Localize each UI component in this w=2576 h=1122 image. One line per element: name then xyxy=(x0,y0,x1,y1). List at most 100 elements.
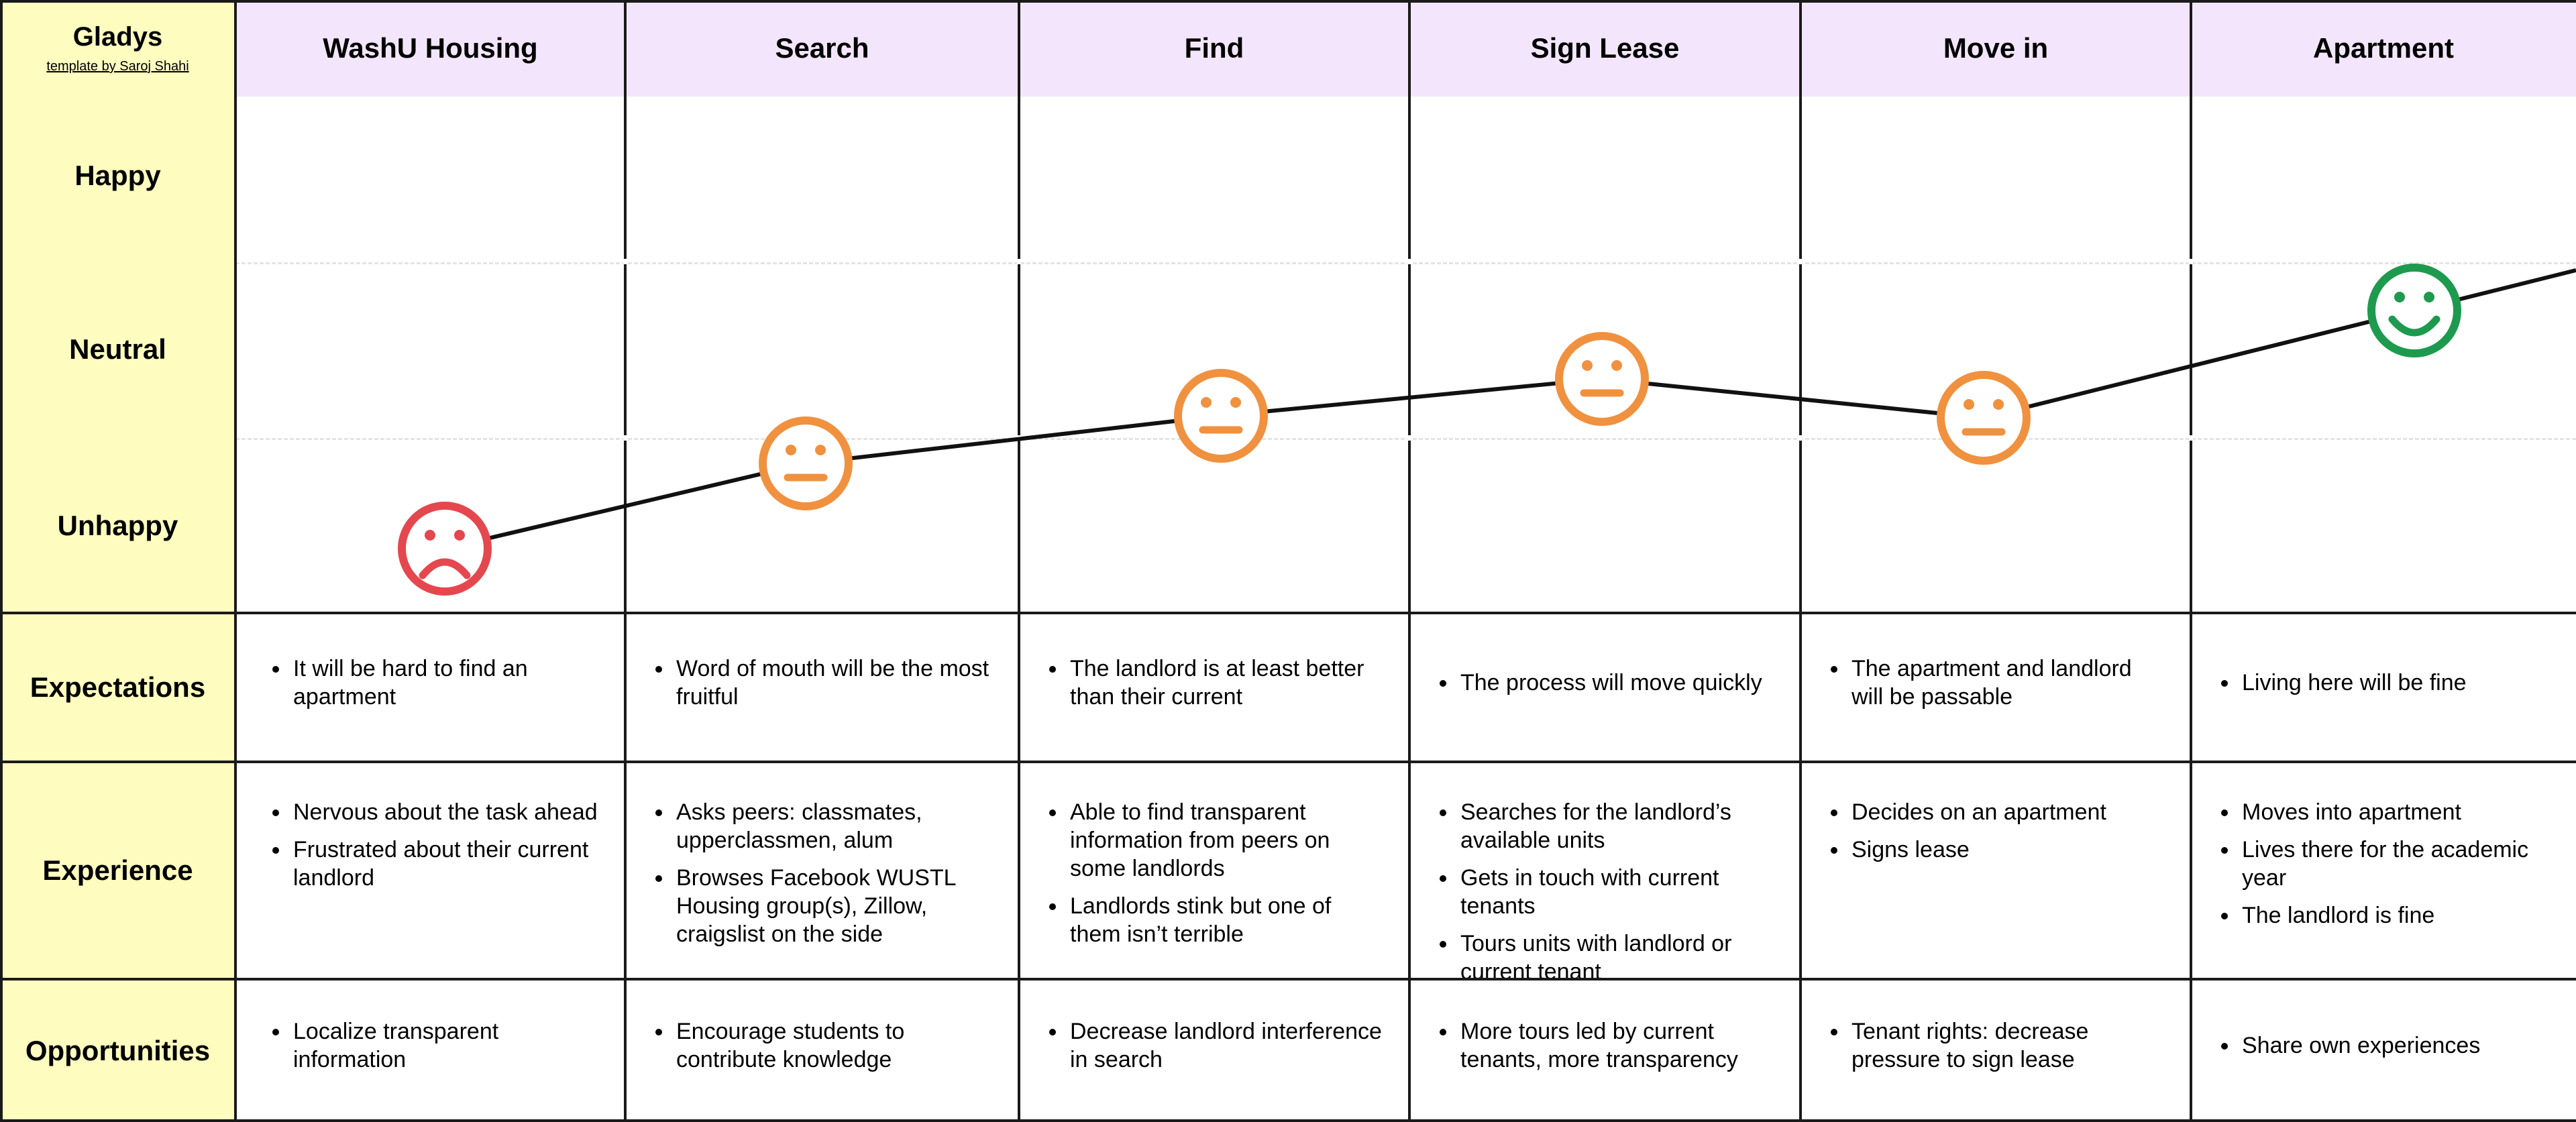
list-item: The apartment and landlord will be passa… xyxy=(1849,655,2169,711)
experience-apartment: Moves into apartment Lives there for the… xyxy=(2192,763,2576,978)
template-credit-link[interactable]: template by Saroj Shahi xyxy=(46,59,189,74)
emotion-label-happy: Happy xyxy=(0,97,235,260)
happy-face-icon xyxy=(2367,264,2461,357)
list-item: Moves into apartment xyxy=(2239,798,2556,826)
bullet-list: The apartment and landlord will be passa… xyxy=(1802,655,2169,720)
face-eye xyxy=(1201,397,1212,408)
opportunities-apartment: Share own experiences xyxy=(2192,980,2576,1119)
list-item: The landlord is at least better than the… xyxy=(1067,655,1388,711)
grid-line xyxy=(234,0,237,1122)
bullet-list: Encourage students to contribute knowled… xyxy=(627,1017,998,1083)
list-item: Signs lease xyxy=(1849,836,2169,864)
expectations-move-in: The apartment and landlord will be passa… xyxy=(1802,614,2190,761)
bullet-list: Tenant rights: decrease pressure to sign… xyxy=(1802,1017,2169,1083)
neutral-face-icon xyxy=(759,416,853,510)
face-ring xyxy=(398,502,492,596)
expectations-sign-lease: The process will move quickly xyxy=(1411,614,1799,761)
persona-cell: Gladys template by Saroj Shahi xyxy=(0,0,235,97)
bullet-list: Nervous about the task ahead Frustrated … xyxy=(235,798,604,892)
grid-line xyxy=(0,612,2576,614)
grid-gap xyxy=(1799,259,1803,264)
list-item: Tenant rights: decrease pressure to sign… xyxy=(1849,1017,2169,1074)
stage-header-find: Find xyxy=(1019,0,1409,97)
bullet-list: Word of mouth will be the most fruitful xyxy=(627,655,998,720)
bullet-list: Living here will be fine xyxy=(2192,669,2467,706)
face-eye xyxy=(454,530,465,541)
list-item: Lives there for the academic year xyxy=(2239,836,2556,892)
face-eye xyxy=(1964,399,1974,410)
grid-gap xyxy=(2189,435,2193,441)
bullet-list: The landlord is at least better than the… xyxy=(1020,655,1388,720)
bullet-list: Asks peers: classmates, upperclassmen, a… xyxy=(627,798,998,948)
face-eye xyxy=(786,445,796,455)
grid-line xyxy=(0,1119,2576,1122)
grid-line xyxy=(0,0,3,1122)
grid-gap xyxy=(1017,259,1021,264)
emotion-label-unhappy: Unhappy xyxy=(0,439,235,613)
list-item: Searches for the landlord’s available un… xyxy=(1458,798,1779,854)
stage-header-apartment: Apartment xyxy=(2191,0,2576,97)
list-item: Nervous about the task ahead xyxy=(290,798,604,826)
stage-header-sign-lease: Sign Lease xyxy=(1409,0,1801,97)
face-ring xyxy=(759,416,853,510)
face-eye xyxy=(815,445,826,455)
opportunities-sign-lease: More tours led by current tenants, more … xyxy=(1411,980,1799,1119)
grid-line xyxy=(1799,0,1802,1122)
list-item: Word of mouth will be the most fruitful xyxy=(674,655,998,711)
list-item: Gets in touch with current tenants xyxy=(1458,864,1779,920)
list-item: The landlord is fine xyxy=(2239,901,2556,930)
face-eye xyxy=(2424,292,2434,302)
list-item: Living here will be fine xyxy=(2239,669,2467,697)
list-item: Asks peers: classmates, upperclassmen, a… xyxy=(674,798,998,854)
experience-sign-lease: Searches for the landlord’s available un… xyxy=(1411,763,1799,978)
bullet-list: Share own experiences xyxy=(2192,1031,2480,1069)
grid-gap xyxy=(2189,259,2193,264)
row-label-experience: Experience xyxy=(0,762,235,979)
grid-gap xyxy=(623,259,627,264)
list-item: Landlords stink but one of them isn’t te… xyxy=(1067,892,1388,948)
expectations-washu-housing: It will be hard to find an apartment xyxy=(235,614,624,761)
list-item: It will be hard to find an apartment xyxy=(290,655,604,711)
bullet-list: Moves into apartment Lives there for the… xyxy=(2192,798,2556,930)
experience-find: Able to find transparent information fro… xyxy=(1020,763,1408,978)
list-item: Tours units with landlord or current ten… xyxy=(1458,930,1779,978)
list-item: More tours led by current tenants, more … xyxy=(1458,1017,1779,1074)
list-item: Encourage students to contribute knowled… xyxy=(674,1017,998,1074)
grid-line xyxy=(0,0,2576,3)
grid-line xyxy=(624,0,627,1122)
expectations-apartment: Living here will be fine xyxy=(2192,614,2576,761)
face-mouth xyxy=(419,558,471,579)
bullet-list: Decrease landlord interference in search xyxy=(1020,1017,1388,1083)
grid-gap xyxy=(623,435,627,441)
opportunities-find: Decrease landlord interference in search xyxy=(1020,980,1408,1119)
list-item: Decides on an apartment xyxy=(1849,798,2169,826)
bullet-list: More tours led by current tenants, more … xyxy=(1411,1017,1779,1083)
list-item: Localize transparent information xyxy=(290,1017,604,1074)
face-ring xyxy=(1555,332,1649,426)
bullet-list: Decides on an apartment Signs lease xyxy=(1802,798,2169,864)
face-eye xyxy=(1582,360,1593,371)
opportunities-search: Encourage students to contribute knowled… xyxy=(627,980,1018,1119)
grid-gap xyxy=(1407,435,1411,441)
row-label-opportunities: Opportunities xyxy=(0,979,235,1122)
list-item: The process will move quickly xyxy=(1458,669,1762,697)
experience-search: Asks peers: classmates, upperclassmen, a… xyxy=(627,763,1018,978)
emotion-divider-lower xyxy=(235,438,2576,440)
neutral-face-icon xyxy=(1555,332,1649,426)
face-mouth xyxy=(2388,315,2440,337)
bullet-list: It will be hard to find an apartment xyxy=(235,655,604,720)
opportunities-washu-housing: Localize transparent information xyxy=(235,980,624,1119)
grid-gap xyxy=(1407,259,1411,264)
grid-line xyxy=(1018,0,1020,1122)
emotion-label-neutral: Neutral xyxy=(0,260,235,439)
face-eye xyxy=(2394,292,2405,302)
expectations-search: Word of mouth will be the most fruitful xyxy=(627,614,1018,761)
stage-header-washu-housing: WashU Housing xyxy=(235,0,625,97)
face-eye xyxy=(425,530,435,541)
emotion-curve-line xyxy=(444,268,2576,551)
grid-gap xyxy=(1799,435,1803,441)
list-item: Share own experiences xyxy=(2239,1031,2480,1060)
face-eye xyxy=(1611,360,1622,371)
list-item: Browses Facebook WUSTL Housing group(s),… xyxy=(674,864,998,948)
